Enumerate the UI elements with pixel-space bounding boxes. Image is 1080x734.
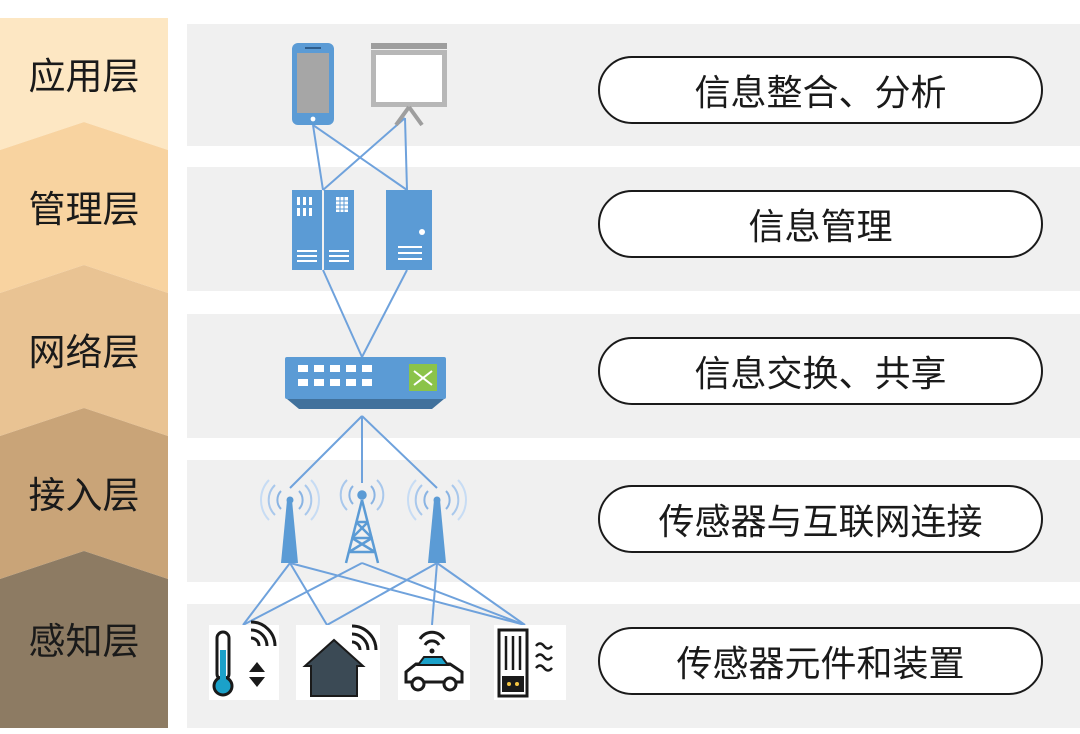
connection-lines: [242, 117, 526, 626]
description-access: 传感器与互联网连接: [598, 485, 1043, 553]
meter-sensor-icon: [494, 625, 566, 700]
antenna-icon: [260, 479, 320, 563]
chevron-access: [0, 408, 168, 579]
projector-screen-icon: [371, 43, 447, 127]
connected-car-icon: [398, 625, 470, 700]
layer-label-management: 管理层: [28, 188, 140, 231]
layer-chevron-stack: [0, 18, 168, 728]
server-tower-icon: [386, 190, 432, 270]
layer-label-application: 应用层: [28, 55, 140, 98]
cell-tower-icon: [339, 479, 385, 564]
layer-label-access: 接入层: [28, 474, 140, 517]
chevron-network: [0, 265, 168, 436]
description-network: 信息交换、共享: [598, 337, 1043, 405]
smartphone-icon: [292, 43, 334, 125]
layer-label-network: 网络层: [28, 331, 140, 374]
chevron-perception: [0, 551, 168, 728]
layer-label-perception: 感知层: [28, 620, 140, 663]
chevron-application: [0, 18, 168, 150]
description-perception: 传感器元件和装置: [598, 627, 1043, 695]
description-application: 信息整合、分析: [598, 56, 1043, 124]
description-management: 信息管理: [598, 190, 1043, 258]
network-switch-icon: [285, 357, 446, 409]
thermometer-sensor-icon: [209, 620, 279, 700]
smart-home-icon: [296, 624, 380, 700]
server-rack-icon: [292, 190, 354, 270]
antenna-icon: [407, 479, 467, 563]
chevron-management: [0, 122, 168, 293]
